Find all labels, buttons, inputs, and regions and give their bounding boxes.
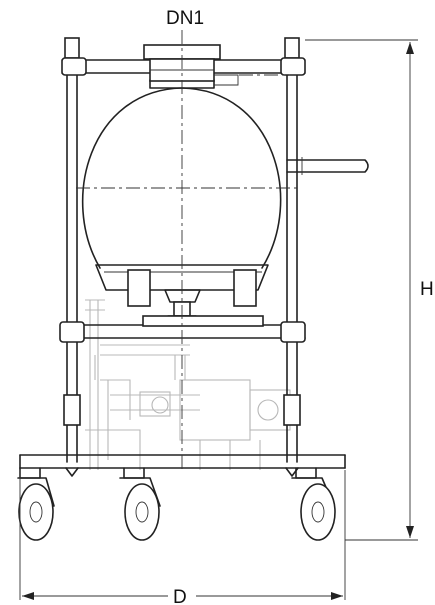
castor-right	[291, 467, 336, 541]
frame	[19, 37, 346, 477]
castor-wheels	[17, 467, 336, 541]
dimension-diameter	[19, 470, 346, 600]
dimension-height	[305, 39, 418, 541]
center-lines	[76, 30, 300, 470]
label-dn1: DN1	[166, 8, 204, 29]
castor-middle	[119, 467, 161, 541]
ghost-pump-assembly	[85, 299, 291, 470]
castor-left	[17, 467, 55, 541]
label-diameter: D	[173, 587, 187, 605]
spherical-vessel	[81, 44, 369, 327]
label-height: H	[420, 279, 434, 300]
